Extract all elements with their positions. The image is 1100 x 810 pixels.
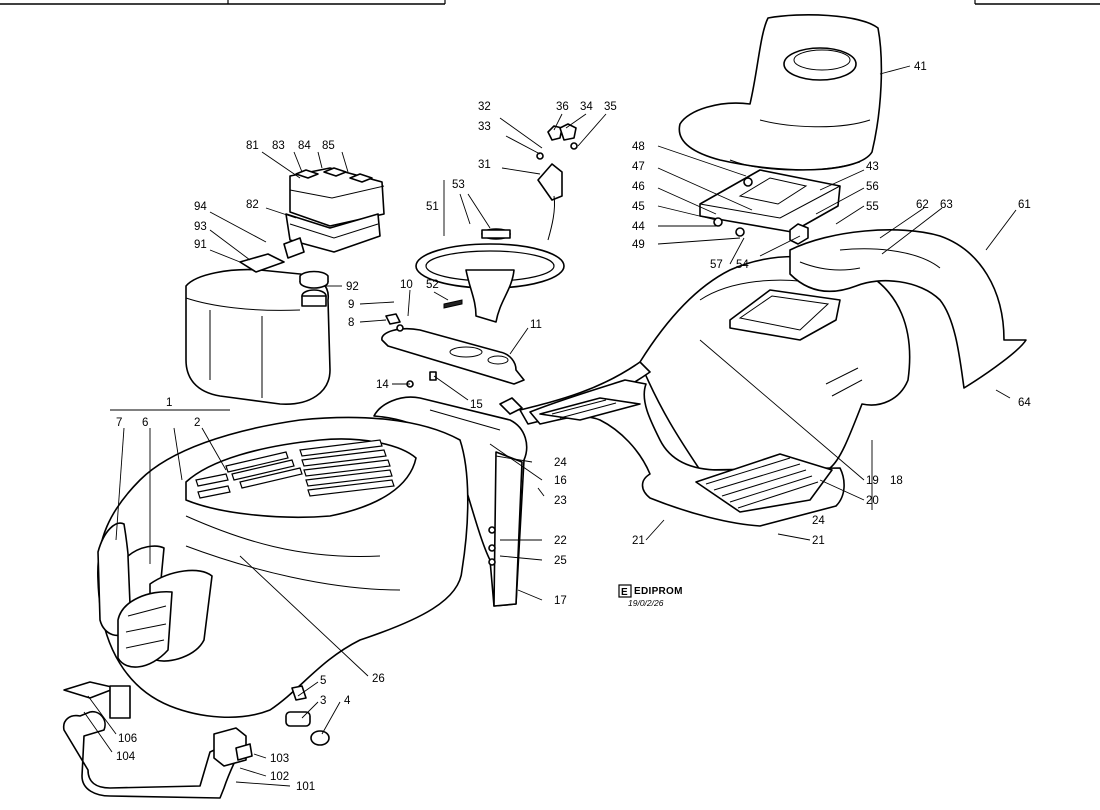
- label-81: 81: [246, 140, 259, 152]
- label-85: 85: [322, 140, 335, 152]
- label-22: 22: [554, 535, 567, 547]
- label-46: 46: [632, 181, 645, 193]
- label-94: 94: [194, 201, 207, 213]
- label-47: 47: [632, 161, 645, 173]
- label-32: 32: [478, 101, 491, 113]
- steering-wheel: [415, 228, 565, 323]
- label-55: 55: [866, 201, 879, 213]
- label-33: 33: [478, 121, 491, 133]
- label-11: 11: [530, 319, 542, 331]
- label-21a: 21: [632, 535, 645, 547]
- label-2: 2: [194, 417, 200, 429]
- label-48: 48: [632, 141, 645, 153]
- dash-support: [373, 371, 528, 607]
- ediprom-logo: E EDIPROM 19/0/2/26: [618, 584, 683, 608]
- logo-brand: EDIPROM: [634, 586, 683, 597]
- label-61: 61: [1018, 199, 1031, 211]
- svg-text:E: E: [621, 587, 628, 598]
- label-52: 52: [426, 279, 439, 291]
- label-43: 43: [866, 161, 879, 173]
- label-82: 82: [246, 199, 259, 211]
- label-103: 103: [270, 753, 289, 765]
- label-3: 3: [320, 695, 326, 707]
- label-31: 31: [478, 159, 491, 171]
- label-92: 92: [346, 281, 359, 293]
- label-24b: 24: [812, 515, 825, 527]
- label-34: 34: [580, 101, 593, 113]
- label-18: 18: [890, 475, 903, 487]
- label-14: 14: [376, 379, 389, 391]
- label-20: 20: [866, 495, 879, 507]
- label-5: 5: [320, 675, 326, 687]
- label-57: 57: [710, 259, 723, 271]
- battery-box: [239, 167, 385, 273]
- label-53: 53: [452, 179, 465, 191]
- label-41: 41: [914, 61, 927, 73]
- label-6: 6: [142, 417, 148, 429]
- label-62: 62: [916, 199, 929, 211]
- label-19: 19: [866, 475, 879, 487]
- label-25: 25: [554, 555, 567, 567]
- label-21b: 21: [812, 535, 825, 547]
- label-16: 16: [554, 475, 567, 487]
- label-102: 102: [270, 771, 289, 783]
- label-93: 93: [194, 221, 207, 233]
- label-51: 51: [426, 201, 439, 213]
- label-1: 1: [166, 397, 172, 409]
- label-26: 26: [372, 673, 385, 685]
- label-104: 104: [116, 751, 136, 763]
- label-8: 8: [348, 317, 354, 329]
- label-56: 56: [866, 181, 879, 193]
- footboard: [529, 379, 845, 527]
- label-91: 91: [194, 239, 207, 251]
- callout-labels: 1 7 6 2 26 5 3 4 106 104 103 102 101 94 …: [116, 61, 1031, 793]
- fuel-tank: [185, 268, 331, 405]
- label-64: 64: [1018, 397, 1031, 409]
- rear-fender: [789, 229, 1027, 389]
- label-106: 106: [118, 733, 137, 745]
- label-44: 44: [632, 221, 645, 233]
- seat: [678, 14, 883, 171]
- label-63: 63: [940, 199, 953, 211]
- label-7: 7: [116, 417, 122, 429]
- label-54: 54: [736, 259, 749, 271]
- label-10: 10: [400, 279, 413, 291]
- label-36: 36: [556, 101, 569, 113]
- label-45: 45: [632, 201, 645, 213]
- logo-code: 19/0/2/26: [628, 598, 664, 608]
- steering-column-parts: [536, 123, 578, 241]
- dash-panel: [381, 313, 525, 385]
- top-frame-strip: [0, 0, 1100, 5]
- label-9: 9: [348, 299, 354, 311]
- leader-lines: [83, 65, 1017, 787]
- hood: [97, 416, 469, 718]
- label-4: 4: [344, 695, 351, 707]
- label-101: 101: [296, 781, 315, 793]
- label-17: 17: [554, 595, 567, 607]
- label-84: 84: [298, 140, 311, 152]
- seat-plate: [699, 169, 841, 245]
- label-24a: 24: [554, 457, 567, 469]
- label-35: 35: [604, 101, 617, 113]
- label-15: 15: [470, 399, 483, 411]
- label-49: 49: [632, 239, 645, 251]
- label-83: 83: [272, 140, 285, 152]
- label-23: 23: [554, 495, 567, 507]
- front-bumper: [62, 681, 253, 799]
